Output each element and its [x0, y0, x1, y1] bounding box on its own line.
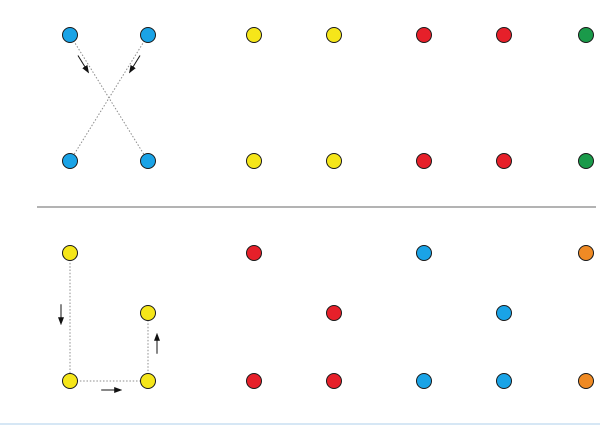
divider-layer	[0, 206, 600, 425]
arrows-layer	[58, 55, 160, 393]
blue-dot-7	[416, 373, 432, 389]
red-dot-5	[246, 245, 262, 261]
yellow-dot-4	[326, 153, 342, 169]
orange-dot-2	[578, 373, 594, 389]
blue-dot-3	[62, 153, 78, 169]
yellow-dot-1	[246, 27, 262, 43]
cross-path-2-arrow	[128, 55, 141, 74]
yellow-dot-8	[140, 373, 156, 389]
green-dot-1	[578, 27, 594, 43]
blue-dot-6	[496, 305, 512, 321]
red-dot-1	[416, 27, 432, 43]
blue-dot-8	[496, 373, 512, 389]
blue-dot-2	[140, 27, 156, 43]
blue-dot-4	[140, 153, 156, 169]
orange-dot-1	[578, 245, 594, 261]
dots-layer	[62, 27, 594, 389]
red-dot-6	[326, 305, 342, 321]
cross-path-1-arrow	[77, 55, 90, 74]
yellow-dot-5	[62, 245, 78, 261]
red-dot-2	[496, 27, 512, 43]
yellow-dot-7	[62, 373, 78, 389]
paths-layer	[69, 34, 149, 382]
yellow-dot-3	[246, 153, 262, 169]
blue-dot-1	[62, 27, 78, 43]
red-dot-3	[416, 153, 432, 169]
yellow-dot-2	[326, 27, 342, 43]
cross-path-2	[69, 34, 149, 162]
green-dot-2	[578, 153, 594, 169]
yellow-dot-6	[140, 305, 156, 321]
red-dot-4	[496, 153, 512, 169]
red-dot-8	[326, 373, 342, 389]
blue-dot-5	[416, 245, 432, 261]
red-dot-7	[246, 373, 262, 389]
